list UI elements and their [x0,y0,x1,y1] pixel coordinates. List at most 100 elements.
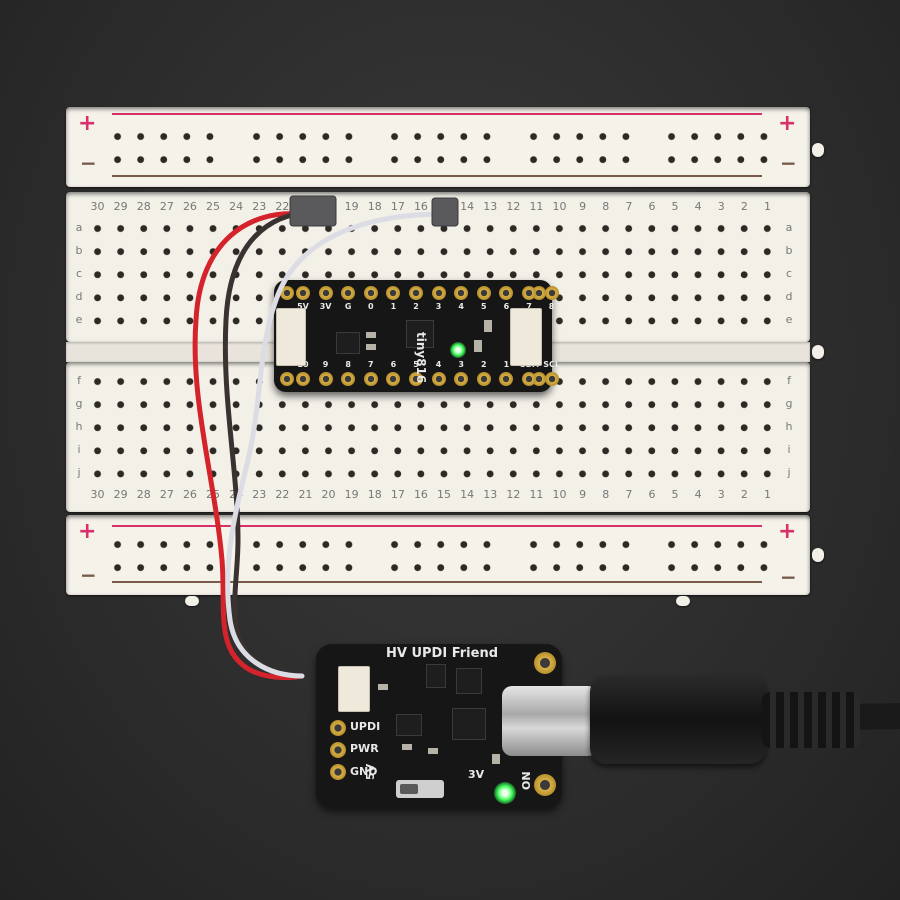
pwr-label: PWR [350,742,379,755]
mounting-hole [280,286,294,300]
mounting-hole [534,774,556,796]
wire-header-plug-right [431,197,459,227]
row-letter: d [75,290,83,304]
smd-component [402,744,412,750]
pin-label: 8 [345,360,351,369]
row-letter: h [785,420,793,434]
header-pin [409,286,423,300]
stemma-qt-connector-right [510,308,542,366]
microcontroller-chip [406,320,434,348]
gnd-label: GND [350,765,378,778]
regulator-chip [396,714,422,736]
bottom-rail-holes [106,533,222,580]
column-number: 1 [763,488,771,501]
bottom-rail-minus-right: − [780,565,797,589]
header-pin [386,286,401,300]
switch-slider[interactable] [400,784,418,794]
header-pin [296,372,310,386]
column-number: 18 [367,200,382,213]
header-pin [431,372,446,386]
column-number: 24 [229,200,244,213]
bottom-rail-holes [660,533,776,580]
header-pin [363,372,378,386]
column-number: 19 [344,488,359,501]
column-number: 9 [579,200,587,213]
switch-3v-label: 3V [468,768,485,781]
column-number: 25 [206,200,221,213]
column-number: 6 [648,200,656,213]
column-number: 4 [694,488,702,501]
column-number: 14 [460,200,475,213]
column-number: 1 [763,200,771,213]
mounting-hole [534,652,556,674]
side-clip [812,143,824,157]
bottom-rail-minus-left: − [80,563,97,587]
header-pin [409,372,423,386]
bottom-rail-brown-line [112,581,762,583]
wire-header-plug-left [289,195,337,227]
column-number: 30 [90,488,105,501]
pin-label: 5V [297,302,309,311]
smd-component [366,332,376,338]
row-letter: i [77,443,81,457]
row-letter: i [787,443,791,457]
on-led-green [494,782,516,804]
column-number: 15 [437,488,452,501]
column-number: 23 [252,200,267,213]
row-letter: h [75,420,83,434]
header-pin [431,286,446,300]
column-number: 28 [136,488,151,501]
pin-label: 2 [481,360,487,369]
column-number: 4 [694,200,702,213]
column-number: 16 [413,488,428,501]
pin-label: 4 [435,360,442,369]
column-number: 20 [321,488,336,501]
header-pin [522,286,536,300]
column-number: 22 [275,488,290,501]
pin-label: 1 [503,360,510,369]
header-pin [296,286,310,300]
top-rail-brown-line [112,175,762,177]
voltage-select-switch[interactable] [396,780,444,798]
row-letter: d [785,290,793,304]
top-rail-holes [521,125,637,172]
column-number: 13 [483,200,498,213]
header-pin [476,286,491,300]
smd-component [492,754,500,764]
side-clip [812,345,824,359]
pin-label: 3V [319,302,332,311]
header-pin [499,286,514,300]
bottom-rail-plus-right: + [778,519,797,544]
header-pin [454,372,469,386]
column-number: 12 [506,200,521,213]
pin-label: 3 [435,302,442,311]
pin-label: 8 [548,302,555,311]
top-rail-holes [383,125,499,172]
header-pin [544,286,559,300]
row-letter: j [787,466,791,480]
column-number: 10 [552,200,567,213]
row-letter: a [75,221,83,234]
column-number: 10 [552,488,567,501]
column-number: 29 [113,200,128,213]
updi-label: UPDI [350,720,381,733]
red-wire [192,211,305,681]
top-rail-holes [106,125,222,172]
column-number: 27 [159,488,174,501]
pin-label: 6 [503,302,510,311]
bottom-rail-holes [521,533,637,580]
header-pin [499,372,514,386]
pin-label: 4 [458,302,464,311]
boost-chip [426,664,446,688]
smd-component [484,320,492,332]
column-number: 8 [602,200,610,213]
column-number: 21 [298,488,313,501]
row-letter: a [785,221,793,234]
header-pin [363,286,378,300]
row-letter: e [785,313,793,327]
usb-c-plug-metal [502,686,598,756]
header-pin [341,372,356,386]
row-letter: e [75,313,83,327]
